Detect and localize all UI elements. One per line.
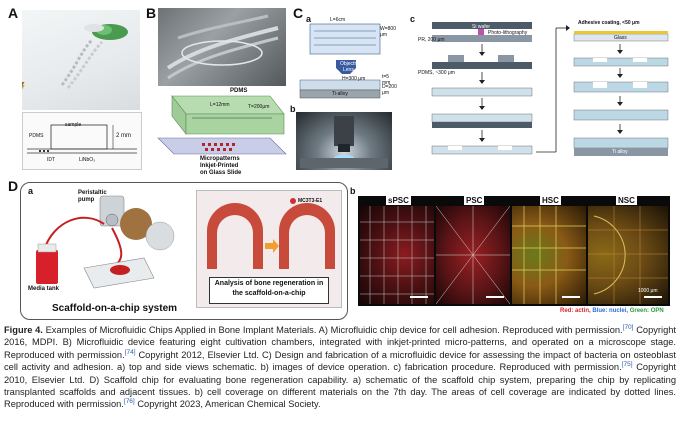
panel-c-sub-a: a — [306, 14, 312, 24]
caption-text-2: Copyright 2016, MDPI. B) Microfluidic de… — [4, 325, 676, 360]
photolithography-label: Photo-lithography — [488, 30, 528, 36]
caption-text-3: Copyright 2012, Elsevier Ltd. C) Design … — [4, 349, 676, 373]
objective-label: Objective — [340, 61, 361, 67]
micrograph-4 — [588, 206, 668, 304]
glass-label-c: Glass — [614, 35, 627, 41]
panel-b-schematic: PDMS L=12mm T=200μm Micropatterns Inkjet… — [152, 88, 290, 169]
panel-c-sub-b: b — [290, 104, 296, 114]
micrograph-3 — [512, 206, 586, 304]
panel-c-b-photo — [296, 112, 392, 170]
idt-label: IDT — [47, 157, 56, 163]
analysis-box: Analysis of bone regeneration in the sca… — [209, 277, 329, 304]
ref-74[interactable]: [74] — [124, 348, 136, 356]
media-tank-label: Media tank — [28, 286, 60, 292]
micro-title-2: PSC — [464, 196, 485, 205]
panel-a-photo — [22, 10, 140, 110]
stain-legend: Red: actin, Blue: nuclei, Green: OPN — [560, 308, 664, 314]
panel-d-label: D — [8, 178, 19, 194]
micrographs-strip: sPSC PSC HSC NSC 1000 μm — [358, 196, 670, 306]
sample-label: sample — [65, 122, 82, 128]
glass-slide-label: on Glass Slide — [200, 170, 242, 176]
pdms-label-b: PDMS — [230, 88, 248, 94]
micro-title-4: NSC — [616, 196, 637, 205]
depth-label-c: D=200 μm — [382, 84, 397, 96]
panel-d-sub-a: a — [28, 186, 34, 196]
pdms-label-a: PDMS — [29, 133, 44, 139]
caption-text-1: Examples of Microfluidic Chips Applied i… — [45, 325, 623, 335]
panel-c-label: C — [293, 5, 304, 21]
fabrication-procedure: Si wafer PR, 200 μm Photo-lithography PD… — [418, 18, 673, 168]
inkjet-label: Inkjet-Printed — [200, 163, 239, 169]
pump-tank-chip-illustration — [36, 195, 175, 289]
panel-d-sub-b: b — [350, 186, 356, 196]
chamber-photo-illustration — [166, 14, 279, 80]
thickness-label-b: T=200μm — [248, 104, 270, 110]
height-label-c: H=300 μm — [342, 76, 366, 82]
length-label-b: L=12mm — [210, 102, 230, 108]
panel-a-schematic: sample 2 mm PDMS IDT LiNbO₃ — [22, 112, 142, 170]
figure-caption: Figure 4. Examples of Microfluidic Chips… — [4, 324, 676, 411]
legend-green: Green: OPN — [629, 308, 664, 314]
lens-label: Lens — [343, 67, 354, 73]
micro-title-1: sPSC — [386, 196, 411, 205]
chip-photo-illustration — [22, 24, 128, 95]
fabrication-steps-diagram — [431, 22, 669, 156]
si-wafer-label: Si wafer — [472, 24, 491, 30]
micro-title-3: HSC — [540, 196, 561, 205]
legend-blue: Blue: nuclei, — [592, 308, 629, 314]
panel-c-sub-c: c — [410, 14, 416, 24]
cell-tag: MC3T3-E1 — [298, 198, 323, 204]
pump-label: Peristaltic pump — [78, 190, 107, 203]
adhesive-label: Adhesive coating, <50 μm — [578, 20, 640, 26]
top-side-schematic — [299, 23, 381, 99]
ref-70[interactable]: [70] — [622, 323, 634, 331]
caption-text-5: Copyright 2023, American Chemical Societ… — [134, 399, 321, 410]
thickness-label-c: t=5 mm — [382, 74, 391, 86]
ref-76[interactable]: [76] — [123, 398, 135, 406]
panel-b-photo — [158, 8, 286, 86]
micrograph-1 — [360, 206, 434, 304]
channel-schematic — [27, 124, 137, 154]
ti-alloy-label-c: Ti alloy — [612, 149, 628, 155]
pr-label: PR, 200 μm — [418, 37, 445, 43]
scale-bar-3 — [562, 296, 580, 298]
length-label-c: L=6cm — [330, 17, 346, 23]
linbo3-label: LiNbO₃ — [79, 157, 96, 163]
panel-b-label: B — [146, 5, 157, 21]
micropatterns-label: Micropatterns — [200, 156, 240, 162]
ref-75[interactable]: [75] — [621, 361, 633, 369]
ti-alloy-label-a: Ti-alloy — [332, 91, 348, 97]
height-label: 2 mm — [116, 133, 131, 139]
scale-bar-2 — [486, 296, 504, 298]
panel-a-label: A — [8, 5, 19, 21]
panel-c-a-schematic: L=6cm W=800 μm Objective Lens H=300 μm t… — [296, 14, 397, 102]
caption-text-4: Copyright 2010, Elsevier Ltd. D) Scaffol… — [4, 362, 676, 410]
scale-bar-1 — [410, 296, 428, 298]
scale-bar-4 — [644, 296, 662, 298]
width-label-c: W=800 μm — [380, 26, 396, 38]
system-title: Scaffold-on-a-chip system — [52, 303, 178, 314]
chip-3d-schematic — [157, 95, 287, 155]
legend-red: Red: actin, — [560, 308, 591, 314]
microscope-photo-illustration — [300, 116, 388, 168]
analysis-panel: MC3T3-E1 Analysis of bone regeneration i… — [196, 190, 342, 308]
scale-bar-label: 1000 μm — [638, 288, 658, 294]
scaffold-system-illustration: Peristaltic pump Media tank — [24, 190, 194, 296]
figure-number: Figure 4. — [4, 325, 43, 335]
scaffold-arches-illustration — [207, 198, 335, 269]
pdms-label-c: PDMS, ~300 μm — [418, 70, 455, 76]
micrograph-2 — [436, 206, 510, 304]
